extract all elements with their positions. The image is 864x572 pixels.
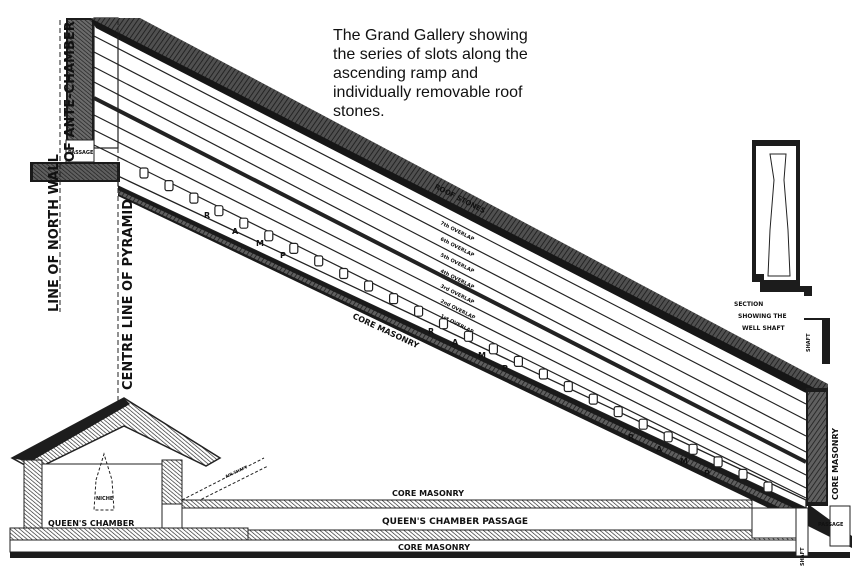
ramp-letter: R [204, 211, 210, 220]
caption-line: ascending ramp and [333, 65, 478, 82]
label-core-masonry-bottom-lower: CORE MASONRY [398, 543, 470, 552]
ramp-slot [663, 431, 673, 443]
ramp-slot [563, 380, 573, 393]
ramp-letter: R [628, 433, 634, 442]
ramp-letters-upper: R A M P [204, 211, 286, 260]
label-niche: NICHE [96, 496, 114, 502]
label-well-shaft: WELL SHAFT [742, 325, 786, 332]
ramp-slot [688, 443, 698, 455]
label-passage-right: PASSAGE [818, 522, 844, 528]
ramp-letters-middle: R A M P [428, 327, 508, 373]
label-centre-line: CENTRE LINE OF PYRAMID [121, 199, 136, 390]
label-section: SECTION [734, 301, 763, 308]
label-line-of-north-wall: LINE OF NORTH WALL [47, 154, 62, 312]
ramp-slot [463, 330, 474, 342]
ramp-letter: M [680, 457, 688, 466]
ramp-slots [139, 167, 773, 493]
label-queens-chamber-passage: QUEEN'S CHAMBER PASSAGE [382, 517, 528, 527]
gallery-south-wall [806, 388, 828, 506]
ramp-slot [588, 393, 598, 405]
ramp-slot [414, 305, 424, 317]
ramp-slot [389, 293, 399, 305]
gallery-roof [90, 18, 828, 402]
ramp-slot [339, 267, 349, 280]
queens-chamber-passage [9, 499, 852, 558]
ramp-letter: M [478, 351, 486, 360]
caption-line: individually removable roof [333, 84, 523, 101]
ramp-letter: P [704, 469, 710, 478]
label-passage-top: PASSAGE [68, 150, 94, 156]
ante-chamber-wall [66, 17, 119, 149]
label-core-masonry-right: CORE MASONRY [831, 428, 840, 500]
ramp-letter: P [502, 364, 508, 373]
ramp-slot [438, 318, 449, 330]
ramp-letter: M [256, 239, 264, 248]
ramp-slot [364, 280, 374, 292]
label-queens-chamber: QUEEN'S CHAMBER [48, 519, 134, 528]
ramp-letter: P [280, 251, 286, 260]
diagram-caption: The Grand Gallery showing the series of … [333, 26, 583, 121]
ramp-letter: A [452, 338, 459, 347]
ramp-letters-lower: R A M P [628, 433, 710, 478]
gallery-ramp [117, 174, 807, 526]
ramp-slot [638, 418, 648, 430]
ramp-slot [488, 343, 498, 355]
label-air-shaft: AIR SHAFT [224, 464, 248, 479]
caption-line: The Grand Gallery showing [333, 27, 528, 44]
label-showing-the: SHOWING THE [738, 313, 787, 320]
label-core-masonry-bottom-upper: CORE MASONRY [392, 489, 464, 498]
caption-line: the series of slots along the [333, 46, 528, 63]
ramp-slot [289, 242, 299, 254]
ramp-slot [139, 167, 149, 179]
ramp-slot [214, 205, 224, 217]
queens-chamber [10, 397, 269, 529]
ramp-letter: A [656, 445, 663, 454]
caption-line: stones. [333, 103, 385, 120]
upper-passage-block [30, 139, 120, 182]
ramp-slot [264, 230, 274, 242]
ramp-slot [763, 481, 773, 493]
ramp-slot [613, 406, 623, 418]
ramp-slot [164, 180, 174, 192]
ramp-slot [713, 456, 723, 468]
label-shaft-inset: SHAFT [806, 333, 812, 352]
ramp-slot [239, 217, 249, 229]
label-of-ante-chamber: OF ANTE-CHAMBER [63, 21, 78, 162]
ramp-slot [538, 368, 549, 380]
gallery-overlap-courses [93, 35, 807, 499]
ramp-letter: A [232, 227, 239, 236]
ramp-slot [189, 192, 199, 204]
well-shaft-inset [752, 140, 830, 364]
ramp-slot [738, 468, 748, 480]
ramp-letter: R [428, 327, 434, 336]
label-shaft-bottom: SHAFT [800, 547, 806, 566]
ramp-slot [314, 255, 324, 267]
ramp-slot [513, 355, 524, 367]
